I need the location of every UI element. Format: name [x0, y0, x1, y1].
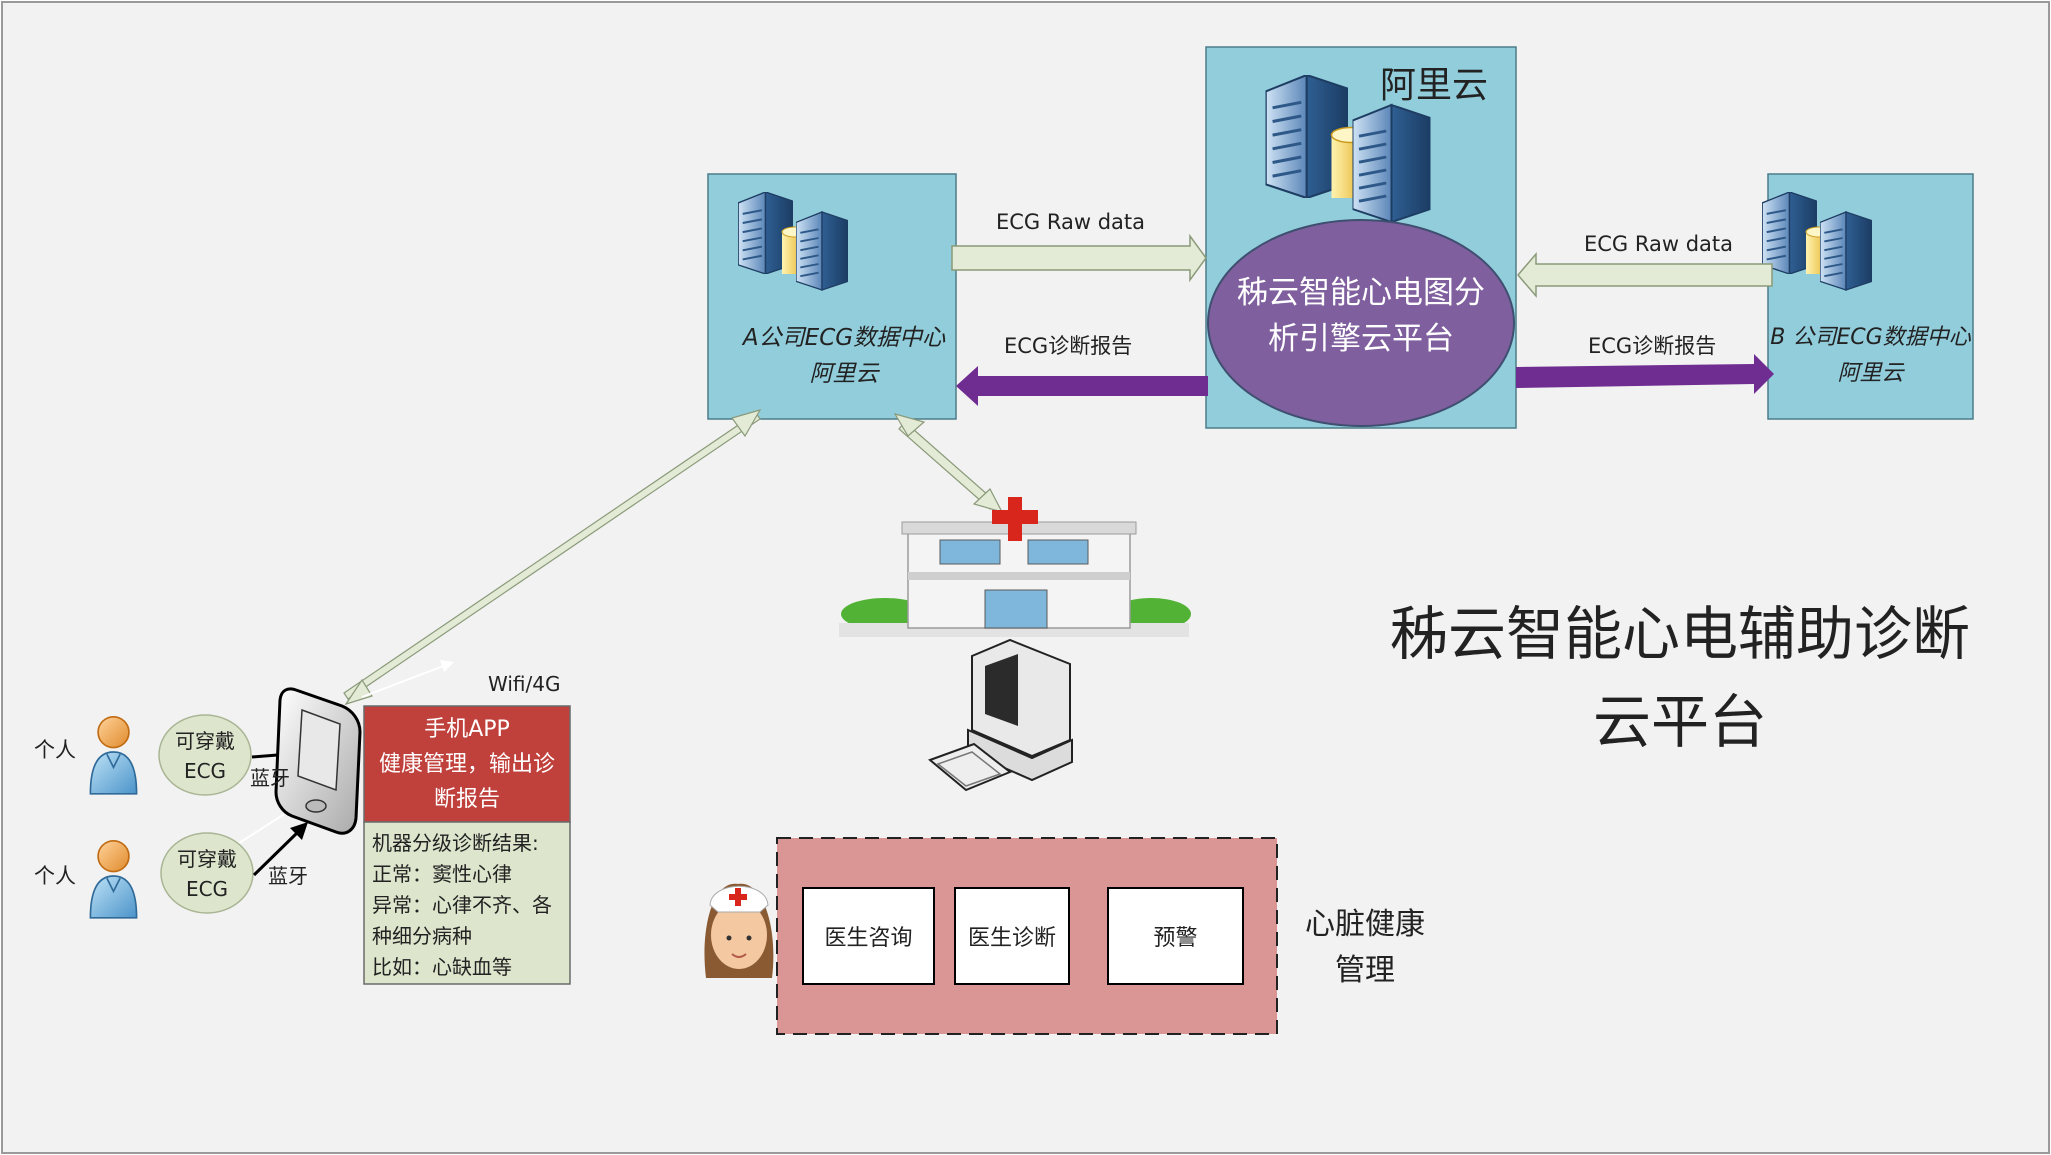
- nurse-icon: [704, 883, 774, 978]
- consult-label: 医生咨询: [824, 926, 913, 951]
- wearable-line-2: ECG: [185, 877, 229, 901]
- wifi-arrow: [361, 664, 447, 698]
- report-arrow-a: [956, 366, 1208, 406]
- app-title: 手机APP: [424, 717, 510, 742]
- wearable-ecg-2: [160, 832, 254, 914]
- center-b-line-2: 阿里云: [1837, 361, 1904, 386]
- report-label-b: ECG诊断报告: [1588, 334, 1717, 358]
- wearable-line-1: 可穿戴: [175, 729, 235, 753]
- diagnose-label: 医生诊断: [967, 926, 1056, 951]
- center-a-line-2: 阿里云: [809, 361, 879, 387]
- hospital-icon: [839, 497, 1191, 637]
- wearable-ecg-1: [158, 714, 252, 796]
- bluetooth-arrow-2: [252, 830, 300, 877]
- raw-data-arrow-a: [951, 233, 1207, 283]
- consult-box[interactable]: [802, 887, 935, 985]
- raw-data-label-b: ECG Raw data: [1584, 232, 1734, 256]
- person-label-1: 个人: [34, 738, 76, 762]
- phone-icon[interactable]: [274, 687, 362, 835]
- wearable-line-2: ECG: [183, 759, 227, 783]
- result-line: 比如：心缺血等: [372, 955, 512, 979]
- raw-data-arrow-b: [1517, 251, 1773, 299]
- bluetooth-label-1: 蓝牙: [250, 766, 290, 790]
- wifi-arrow-head: [440, 660, 454, 672]
- result-line: 机器分级诊断结果:: [372, 831, 539, 855]
- cloud-title: 阿里云: [1379, 65, 1488, 106]
- engine-line-1: 秭云智能心电图分: [1237, 275, 1485, 311]
- center-b-line-1: B 公司ECG数据中心: [1770, 325, 1971, 350]
- center-a-line-1: A公司ECG数据中心: [742, 325, 946, 351]
- hospital-link-arrow: [893, 413, 1004, 513]
- result-line: 种细分病种: [372, 924, 472, 948]
- bluetooth-label-2: 蓝牙: [268, 864, 308, 888]
- alert-box[interactable]: [1107, 887, 1244, 985]
- wearable-ecg-label-1: 可穿戴 ECG: [159, 726, 251, 786]
- platform-title-line-1: 秭云智能心电辅助诊断: [1389, 600, 1970, 668]
- wearable-line-1: 可穿戴: [177, 847, 237, 871]
- heart-health-line-2: 管理: [1335, 953, 1395, 988]
- result-line: 正常：窦性心律: [372, 862, 512, 886]
- raw-data-label-a: ECG Raw data: [996, 210, 1146, 234]
- heart-health-line-1: 心脏健康: [1305, 907, 1425, 942]
- platform-title-line-2: 云平台: [1592, 688, 1767, 756]
- diagnose-box[interactable]: [954, 887, 1070, 985]
- report-arrow-b: [1516, 354, 1774, 394]
- app-results-list: 机器分级诊断结果: 正常：窦性心律 异常：心律不齐、各 种细分病种 比如：心缺血…: [372, 828, 568, 983]
- app-desc-2: 断报告: [433, 787, 500, 812]
- heart-health-label: 心脏健康 管理: [1290, 902, 1440, 994]
- report-label-a: ECG诊断报告: [1004, 334, 1133, 358]
- person-label-2: 个人: [34, 864, 76, 888]
- center-a-label: A公司ECG数据中心 阿里云: [708, 320, 980, 392]
- engine-line-2: 析引擎云平台: [1268, 321, 1454, 357]
- platform-title: 秭云智能心电辅助诊断 云平台: [1380, 590, 1980, 766]
- app-header-text: 手机APP 健康管理，输出诊 断报告: [364, 712, 570, 817]
- app-desc-1: 健康管理，输出诊: [378, 752, 555, 777]
- result-line: 异常：心律不齐、各: [372, 893, 552, 917]
- alert-label: 预警: [1153, 926, 1198, 951]
- phone-link-arrow: [343, 409, 762, 706]
- wearable-ecg-label-2: 可穿戴 ECG: [161, 844, 253, 904]
- computer-icon: [928, 638, 1073, 792]
- wifi-label: Wifi/4G: [488, 672, 561, 696]
- engine-label: 秭云智能心电图分 析引擎云平台: [1210, 270, 1512, 362]
- engine-ellipse: [1207, 219, 1515, 427]
- center-b-label: B 公司ECG数据中心 阿里云: [1768, 320, 1973, 392]
- app-results-panel: [363, 821, 571, 985]
